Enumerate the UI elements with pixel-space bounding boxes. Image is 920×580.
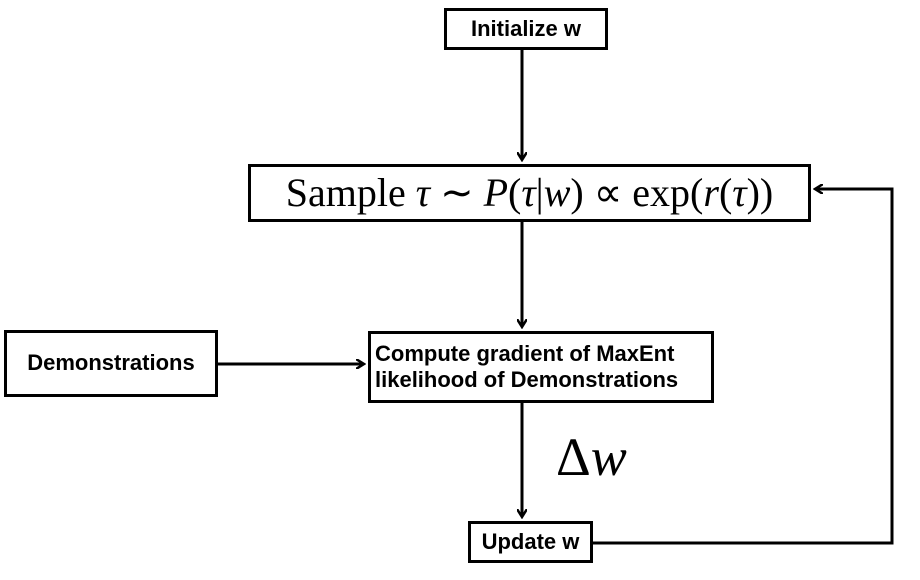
demonstrations-label: Demonstrations (27, 350, 195, 376)
initialize-w-node: Initialize w (444, 8, 608, 50)
propto-symbol: ∝ (583, 170, 633, 215)
arrow-update-loop-to-sample (593, 189, 894, 545)
sample-prefix: Sample (285, 170, 416, 215)
gradient-label-line1: Compute gradient of MaxEnt (375, 340, 675, 366)
demonstrations-node: Demonstrations (4, 330, 218, 397)
tau-symbol-3: τ (732, 170, 747, 215)
compute-gradient-node: Compute gradient of MaxEnt likelihood of… (368, 331, 714, 403)
sim-symbol: ∼ (430, 170, 484, 215)
given-bar: | (535, 170, 544, 215)
delta-w-var: w (590, 427, 627, 487)
r-symbol: r (703, 170, 719, 215)
exp-function: exp (632, 170, 691, 215)
open-paren-2: ( (690, 170, 704, 215)
p-symbol: P (483, 170, 509, 215)
initialize-w-label: Initialize w (470, 15, 582, 41)
sample-trajectory-node: Sample τ ∼ P(τ|w) ∝ exp(r(τ)) (248, 164, 811, 222)
tau-symbol: τ (415, 170, 431, 215)
open-paren-3: ( (718, 170, 733, 215)
open-paren-1: ( (508, 170, 522, 215)
delta-w-edge-label: Δw (556, 430, 627, 484)
sample-formula: Sample τ ∼ P(τ|w) ∝ exp(r(τ)) (286, 169, 774, 217)
update-w-label: Update w (481, 528, 580, 554)
delta-symbol: Δ (556, 427, 591, 487)
tau-symbol-2: τ (521, 170, 536, 215)
gradient-label-line2: likelihood of Demonstrations (375, 367, 679, 392)
close-paren-1: ) (570, 170, 584, 215)
close-parens: )) (746, 170, 774, 215)
update-w-node: Update w (468, 521, 593, 563)
w-symbol: w (543, 170, 571, 215)
